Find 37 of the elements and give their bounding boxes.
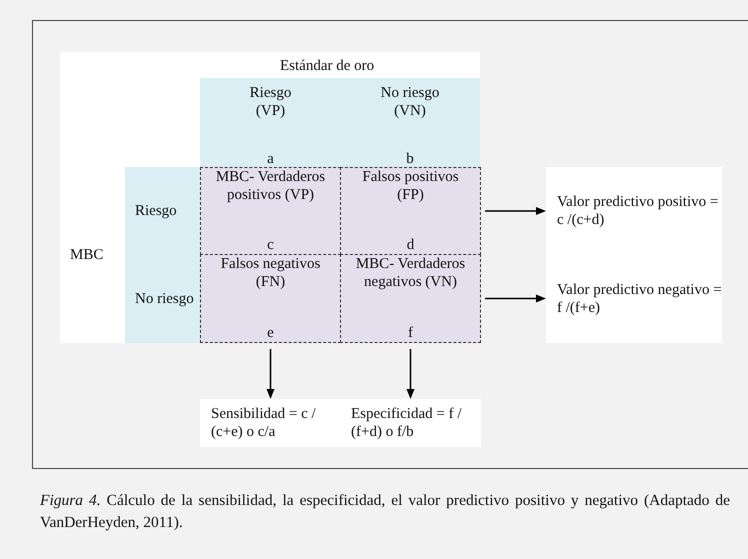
matrix-cell xyxy=(340,167,481,255)
formula-box xyxy=(340,399,481,447)
cell-letter: c xyxy=(266,236,275,254)
cell-text: Valor predictivo negativo = f /(f+e) xyxy=(557,281,722,317)
cell-letter: e xyxy=(266,324,275,342)
matrix-cell xyxy=(340,254,481,343)
row-header xyxy=(125,167,200,255)
cell-text: Riesgo (VP) xyxy=(248,84,292,120)
cell-text: Falsos negativos (FN) xyxy=(220,255,322,291)
cell-text: No riesgo xyxy=(135,290,195,308)
matrix-cell xyxy=(200,254,341,343)
header-label: Estándar de oro xyxy=(280,57,374,75)
formula-text xyxy=(546,255,722,343)
cell-letter: a xyxy=(266,150,275,168)
arrow xyxy=(406,349,414,399)
formula-text xyxy=(546,167,722,255)
arrow xyxy=(485,294,546,302)
arrow xyxy=(485,207,546,215)
arrow xyxy=(266,349,274,399)
cell-text: Sensibilidad = c / (c+e) o c/a xyxy=(211,405,317,441)
matrix-cell xyxy=(200,167,341,255)
formula-box xyxy=(200,399,340,447)
cell-letter: d xyxy=(406,236,416,254)
row-header xyxy=(125,254,200,343)
cell-text: Especificidad = f / (f+d) o f/b xyxy=(351,405,463,441)
figure-caption: Figura 4. Cálculo de la sensibilidad, la especificidad, el valor predictivo positivo y negativo (Adaptado de VanDerHeyden, 2011). xyxy=(40,491,730,533)
cell-text: MBC- Verdaderos positivos (VP) xyxy=(214,168,326,204)
cell-text: Falsos positivos (FP) xyxy=(361,168,460,204)
cell-text: Valor predictivo positivo = c /(c+d) xyxy=(557,193,720,229)
column-header xyxy=(200,78,341,168)
column-header xyxy=(340,78,480,168)
row-group-label: MBC xyxy=(70,246,104,264)
cell-letter: f xyxy=(407,324,414,342)
cell-text: Riesgo xyxy=(135,202,178,220)
cell-letter: b xyxy=(405,150,415,168)
cell-text: No riesgo (VN) xyxy=(380,84,440,120)
cell-text: MBC- Verdaderos negativos (VN) xyxy=(354,255,466,291)
